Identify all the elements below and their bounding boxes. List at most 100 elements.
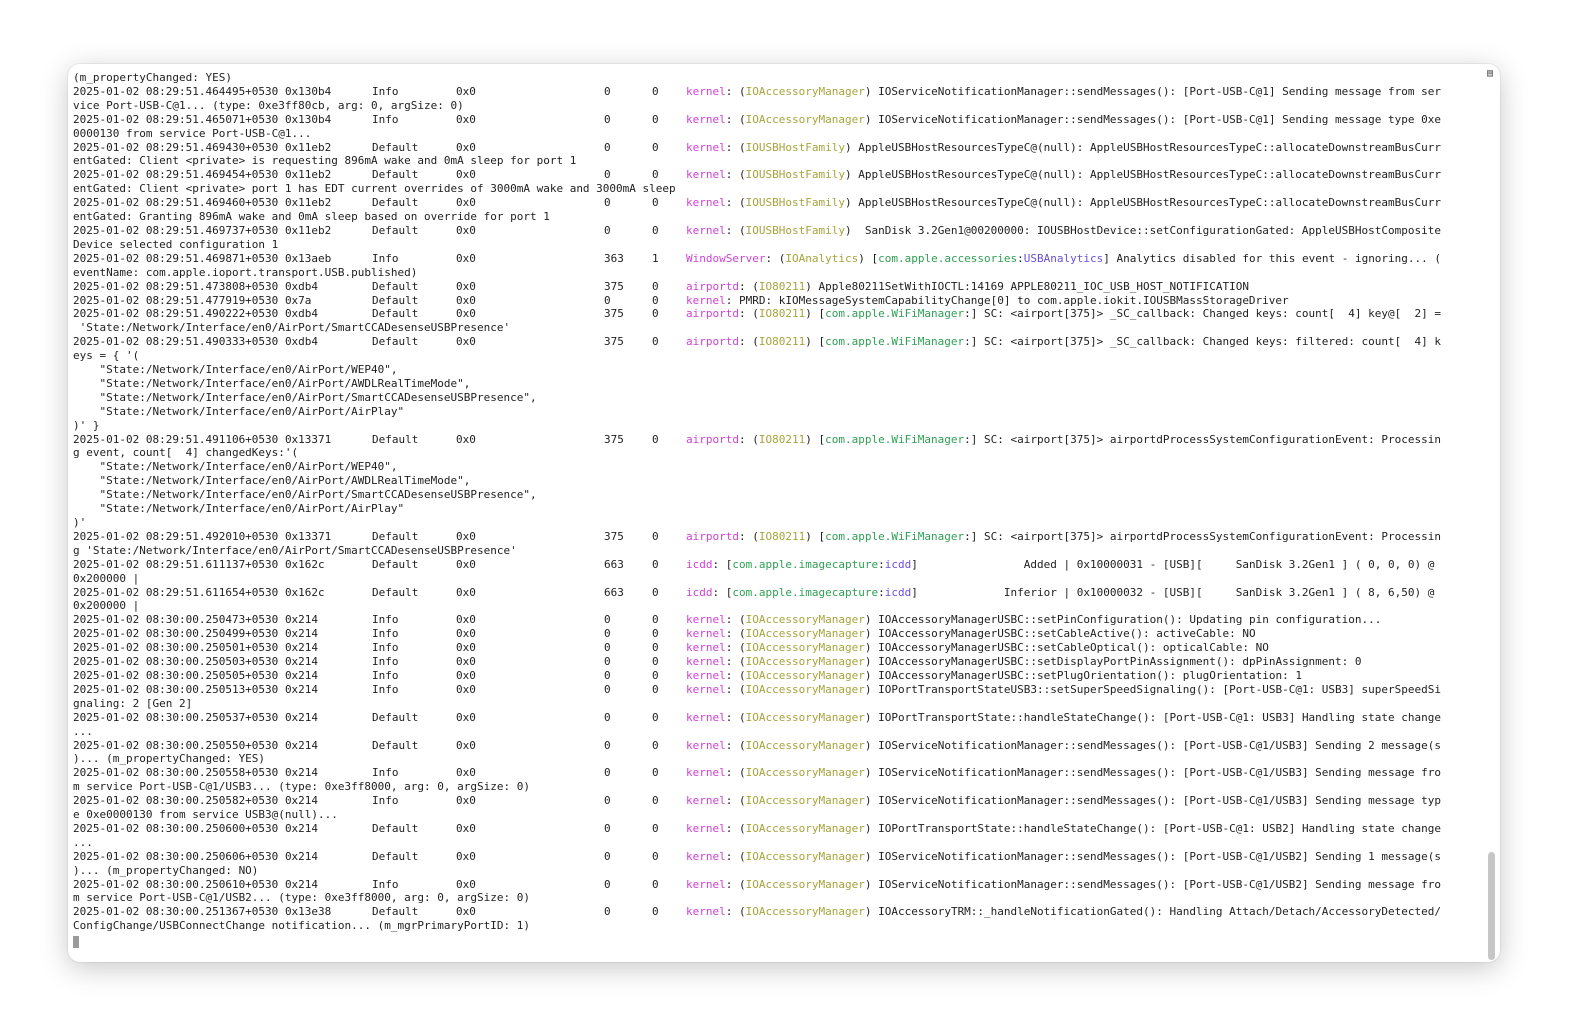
- log-thread: 0x214: [284, 613, 319, 627]
- log-thread: 0x214: [284, 766, 319, 780]
- log-ttl: 0: [652, 140, 659, 154]
- log-subsystem: IO80211: [758, 529, 806, 543]
- log-category: com.apple.WiFiManager: [825, 307, 965, 321]
- log-type: Info: [372, 682, 399, 696]
- log-timestamp: 2025-01-02 08:29:51.469430+0530: [73, 140, 279, 154]
- log-message: kernel: (IOAccessoryManager) IOServiceNo…: [686, 738, 1442, 752]
- log-timestamp-thread: 2025-01-02 08:29:51.469460+0530 0x11eb2: [73, 196, 372, 210]
- log-message: kernel: (IOAccessoryManager) IOServiceNo…: [686, 849, 1442, 863]
- log-thread: 0x7a: [284, 293, 312, 307]
- log-text: SC: <airport[375]> airportdProcessSystem…: [984, 529, 1442, 543]
- log-category: com.apple.imagecapture: [732, 585, 879, 599]
- log-pid: 0: [604, 710, 611, 724]
- log-timestamp-thread: 2025-01-02 08:30:00.250473+0530 0x214: [73, 613, 372, 627]
- log-type: Default: [372, 335, 419, 349]
- log-pid: 0: [604, 140, 611, 154]
- log-timestamp: 2025-01-02 08:29:51.469460+0530: [73, 196, 279, 210]
- log-subsystem: IOAccessoryManager: [745, 821, 865, 835]
- log-continuation: Device selected configuration 1: [73, 237, 279, 251]
- log-text: AppleUSBHostResourcesTypeC@(null): Apple…: [858, 196, 1442, 210]
- log-activity: 0x0: [456, 849, 476, 863]
- log-timestamp: 2025-01-02 08:30:00.250513+0530: [73, 682, 279, 696]
- log-message: airportd: (IO80211) [com.apple.WiFiManag…: [686, 335, 1442, 349]
- log-timestamp-thread: 2025-01-02 08:29:51.469430+0530 0x11eb2: [73, 141, 372, 155]
- prompt-line[interactable]: [73, 933, 1478, 949]
- log-text: AppleUSBHostResourcesTypeC@(null): Apple…: [858, 168, 1442, 182]
- log-type: Default: [372, 293, 419, 307]
- scrollbar-thumb[interactable]: [1488, 852, 1495, 960]
- log-timestamp-thread: 2025-01-02 08:30:00.250501+0530 0x214: [73, 641, 372, 655]
- log-continuation: vice Port-USB-C@1... (type: 0xe3ff80cb, …: [73, 98, 464, 112]
- log-ttl: 0: [652, 627, 659, 641]
- log-ttl: 0: [652, 223, 659, 237]
- log-message: kernel: (IOAccessoryManager) IOServiceNo…: [686, 112, 1442, 126]
- log-activity: 0x0: [456, 655, 476, 669]
- log-pid: 0: [604, 293, 611, 307]
- log-message: airportd: (IO80211) [com.apple.WiFiManag…: [686, 307, 1442, 321]
- log-process: kernel: [686, 877, 726, 891]
- log-thread: 0x130b4: [284, 112, 332, 126]
- log-activity: 0x0: [456, 877, 476, 891]
- log-type: Default: [372, 905, 419, 919]
- log-pid: 0: [604, 766, 611, 780]
- log-type: Info: [372, 668, 399, 682]
- log-type: Default: [372, 307, 419, 321]
- log-timestamp: 2025-01-02 08:29:51.611654+0530: [73, 585, 279, 599]
- log-activity: 0x0: [456, 613, 476, 627]
- log-category: com.apple.imagecapture: [732, 557, 879, 571]
- log-type: Info: [372, 877, 399, 891]
- log-message: airportd: (IO80211) [com.apple.WiFiManag…: [686, 432, 1442, 446]
- vertical-scrollbar[interactable]: [1484, 82, 1498, 962]
- log-continuation: ConfigChange/USBConnectChange notificati…: [73, 919, 530, 933]
- log-continuation: )... (m_propertyChanged: NO): [73, 863, 259, 877]
- log-activity: 0x0: [456, 710, 476, 724]
- log-thread: 0x214: [284, 710, 319, 724]
- log-output[interactable]: (m_propertyChanged: YES)2025-01-02 08:29…: [73, 71, 1478, 962]
- log-timestamp-thread: 2025-01-02 08:30:00.250550+0530 0x214: [73, 739, 372, 753]
- log-message: airportd: (IO80211) [com.apple.WiFiManag…: [686, 529, 1442, 543]
- log-text: Inferior | 0x10000032 - [USB][ SanDisk 3…: [917, 585, 1435, 599]
- document-icon[interactable]: ▤: [1486, 68, 1494, 79]
- log-pid: 0: [604, 613, 611, 627]
- log-timestamp-thread: 2025-01-02 08:30:00.250582+0530 0x214: [73, 794, 372, 808]
- log-activity: 0x0: [456, 766, 476, 780]
- terminal-window: (m_propertyChanged: YES)2025-01-02 08:29…: [68, 64, 1500, 962]
- log-pid: 0: [604, 196, 611, 210]
- log-pid: 663: [604, 557, 624, 571]
- log-type: Default: [372, 849, 419, 863]
- log-process: airportd: [686, 335, 739, 349]
- log-pid: 375: [604, 279, 624, 293]
- log-timestamp: 2025-01-02 08:30:00.250501+0530: [73, 641, 279, 655]
- log-timestamp: 2025-01-02 08:29:51.469454+0530: [73, 168, 279, 182]
- log-message: kernel: (IOAccessoryManager) IOServiceNo…: [686, 84, 1442, 98]
